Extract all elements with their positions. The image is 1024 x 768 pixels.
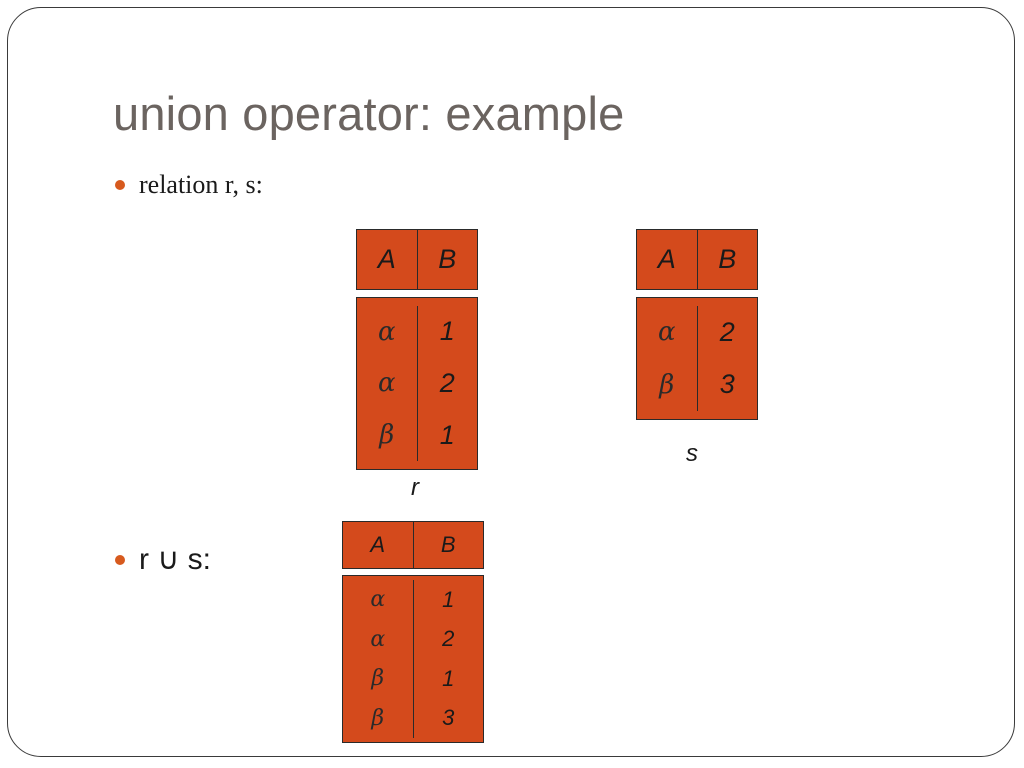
column-a: α β	[637, 306, 697, 411]
header-cell: A	[657, 244, 676, 274]
header-col-a: A	[637, 230, 697, 289]
table-header: A B	[342, 521, 484, 569]
header-col-b: B	[696, 230, 758, 289]
table-cell: β	[371, 705, 385, 731]
bullet-dot-icon	[115, 180, 125, 190]
column-b: 1 2 1	[416, 306, 478, 461]
table-body: α α β 1 2 1	[356, 297, 478, 470]
table-cell: 3	[719, 369, 735, 400]
header-col-a: A	[343, 522, 413, 568]
slide-frame	[7, 7, 1015, 757]
table-cell: 1	[439, 316, 455, 347]
bullet-text: relation r, s:	[139, 170, 263, 199]
header-cell: A	[377, 244, 396, 274]
column-b: 2 3	[696, 306, 758, 411]
table-cell: 2	[442, 626, 455, 652]
header-cell: A	[370, 532, 386, 557]
header-cell: B	[438, 244, 457, 274]
table-cell: α	[377, 316, 396, 347]
table-cell: 2	[439, 367, 455, 398]
table-header: A B	[636, 229, 758, 290]
table-body: α β 2 3	[636, 297, 758, 420]
table-cell: 3	[442, 705, 455, 731]
bullet-text: r ∪ s:	[139, 543, 211, 576]
table-cell: 1	[442, 586, 455, 612]
bullet-dot-icon	[115, 554, 125, 565]
column-b: 1 2 1 3	[412, 580, 484, 738]
table-cell: 1	[442, 665, 455, 691]
bullet-union: r ∪ s:	[115, 542, 211, 577]
table-cell: 1	[439, 419, 455, 450]
slide-title: union operator: example	[113, 87, 625, 140]
header-cell: B	[440, 532, 456, 557]
table-cell: α	[370, 626, 386, 652]
table-cell: β	[371, 666, 385, 692]
table-cell: β	[379, 420, 395, 451]
table-cell: 2	[719, 316, 735, 347]
relation-caption: r	[411, 474, 419, 501]
table-cell: α	[657, 317, 676, 348]
table-header: A B	[356, 229, 478, 290]
header-col-b: B	[412, 522, 484, 568]
relation-caption: s	[686, 440, 698, 467]
bullet-relation-rs: relation r, s:	[115, 170, 263, 200]
table-body: α α β β 1 2 1 3	[342, 575, 484, 743]
header-col-a: A	[357, 230, 417, 289]
table-cell: β	[659, 369, 675, 400]
table-cell: α	[377, 368, 396, 399]
header-cell: B	[718, 244, 737, 274]
column-a: α α β	[357, 306, 417, 461]
header-col-b: B	[416, 230, 478, 289]
table-cell: α	[370, 587, 386, 613]
column-a: α α β β	[343, 580, 413, 738]
